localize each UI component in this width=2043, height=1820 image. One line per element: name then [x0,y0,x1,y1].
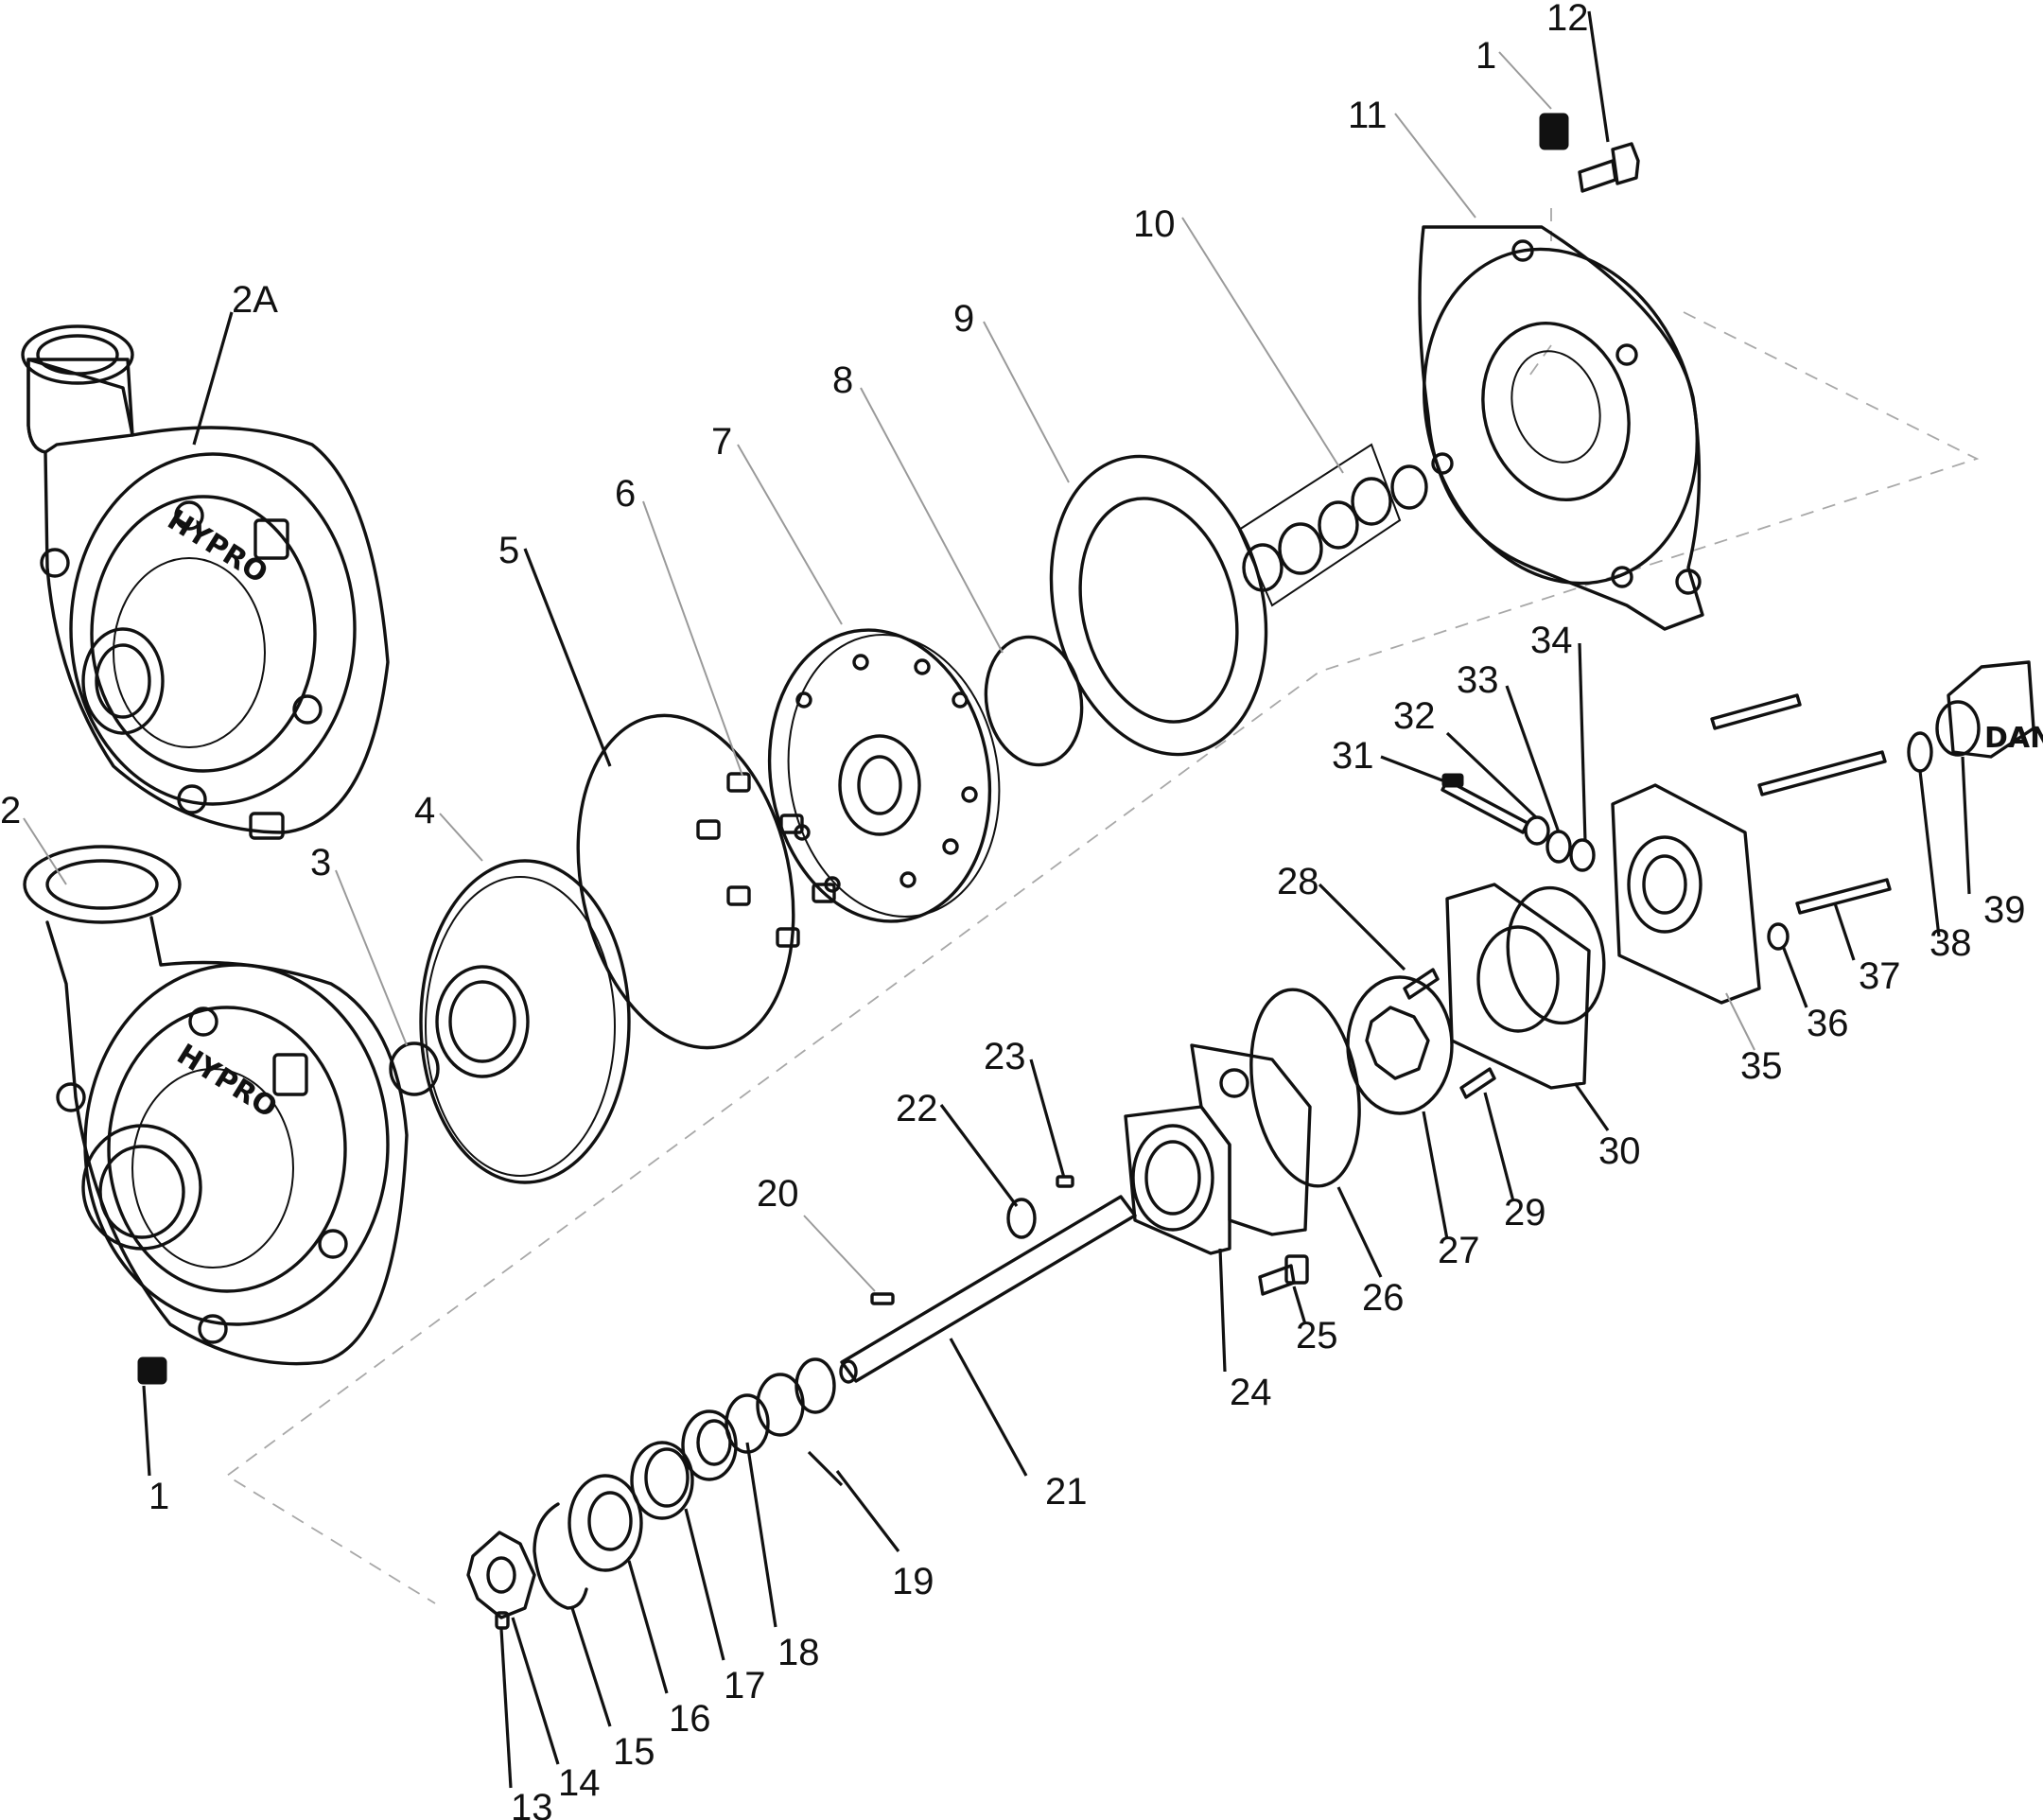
shaft-21 [839,1195,1137,1384]
callout-19: 19 [892,1561,934,1602]
pin-28 [1403,968,1440,1000]
callout-2: 2 [0,790,21,831]
washer-33 [1545,830,1572,864]
o-ring-5 [576,713,795,1050]
callout-25: 25 [1296,1315,1338,1356]
callout-10: 10 [1133,203,1176,245]
bracket-11 [1418,225,1704,631]
callout-22: 22 [896,1088,938,1129]
callout-11: 11 [1348,95,1388,136]
callout-29: 29 [1504,1192,1546,1234]
gasket-9 [1049,454,1268,757]
thrust-washers-19 [725,1357,836,1454]
seal-34 [1569,838,1596,872]
key-20 [870,1292,895,1305]
pipe-plug-top [1539,113,1569,150]
impeller-nut [389,1041,440,1096]
callout-20: 20 [757,1173,799,1215]
callout-17: 17 [724,1665,766,1706]
bearing-16 [568,1474,643,1572]
washer-17 [630,1441,694,1520]
fitting-39: DANA [1935,660,2043,759]
callout-13: 13 [511,1787,553,1820]
callout-33: 33 [1457,659,1499,701]
callout-7: 7 [711,421,732,463]
callout-27: 27 [1438,1230,1480,1271]
callout-8: 8 [832,359,853,401]
callout-4: 4 [414,790,435,831]
port-plate-30 [1445,883,1606,1090]
callout-12: 12 [1546,0,1589,39]
assembly-axis-lines [225,208,1980,1604]
pipe-plug-bottom [137,1356,167,1385]
set-screw-13 [495,1611,510,1630]
locknut-14 [466,1531,536,1619]
motor-adapter-24 [1124,1043,1312,1255]
relief-valve-31 [1441,773,1529,834]
callout-30: 30 [1598,1130,1641,1172]
pin-23 [1056,1175,1074,1188]
callout-3: 3 [310,842,331,884]
callout-9: 9 [953,298,974,340]
retaining-ring-15 [533,1502,588,1610]
callout-32: 32 [1393,695,1436,737]
bolt-25 [1258,1254,1309,1296]
callout-6: 6 [615,473,636,515]
washer-36 [1767,922,1790,951]
callout-35: 35 [1740,1045,1783,1087]
o-ring-8 [984,635,1084,767]
o-ring-38 [1907,731,1933,773]
impeller [419,859,631,1184]
pump-housing-2: HYPRO [23,845,409,1366]
callout-14: 14 [558,1762,601,1804]
housing-2-brand-text: HYPRO [171,1038,283,1125]
callout-24: 24 [1230,1372,1272,1413]
nut-32 [1524,815,1550,846]
callout-5: 5 [498,530,519,571]
callout-26: 26 [1362,1277,1405,1319]
gerotor-27 [1346,975,1454,1115]
pin-29 [1459,1067,1496,1099]
callout-18: 18 [777,1632,820,1673]
callout-28: 28 [1277,861,1319,902]
callout-16: 16 [669,1698,711,1740]
callout-31: 31 [1332,735,1374,777]
seal-plate [767,628,1001,923]
snap-ring-22 [1006,1198,1037,1239]
callout-1-bottom: 1 [148,1476,169,1517]
callout-1-top: 1 [1476,35,1496,77]
bolt-12 [1578,142,1640,193]
callout-39: 39 [1983,889,2026,931]
screws-6 [696,772,836,948]
callout-37: 37 [1859,955,1901,997]
o-ring-26 [1249,988,1361,1188]
callout-15: 15 [613,1731,655,1773]
callout-34: 34 [1530,620,1573,661]
leader-lines [23,10,1971,1789]
callout-36: 36 [1807,1003,1849,1044]
fitting-brand-text: DANA [1984,722,2043,755]
bolts-37 [1710,693,1892,915]
callout-2a: 2A [232,279,278,321]
cover-35 [1611,783,1761,1005]
mechanical-seal-10 [1237,443,1428,607]
callout-23: 23 [984,1036,1026,1077]
callout-38: 38 [1930,922,1972,964]
callout-21: 21 [1045,1471,1088,1513]
